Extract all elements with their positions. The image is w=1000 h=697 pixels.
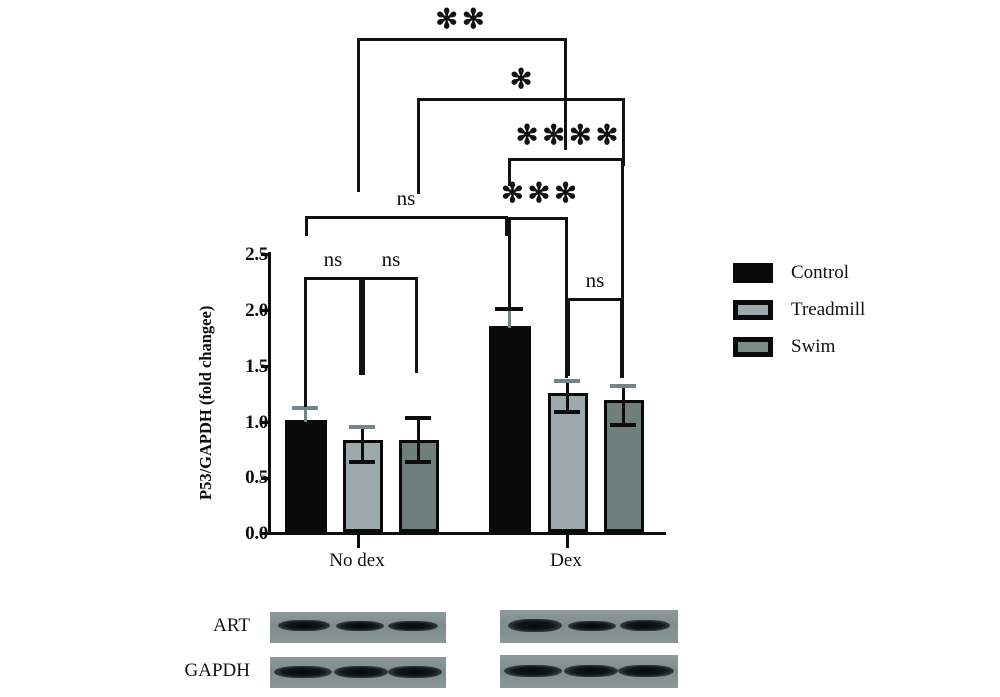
legend-label-treadmill: Treadmill — [791, 299, 866, 320]
error-bar-cap-no-dex-control — [292, 406, 318, 410]
error-bar-cap-upper-no-dex-treadmill — [349, 425, 375, 429]
x-axis-line — [268, 532, 666, 535]
y-tick-label-1-5: 1.5 — [245, 356, 268, 377]
legend-swatch-control-icon — [733, 263, 773, 283]
error-bar-cap-dex-control — [495, 307, 523, 311]
error-bar-stem-no-dex-control — [304, 408, 307, 422]
x-tick-label-no-dex: No dex — [329, 550, 385, 571]
sig-bracket-quad-star — [508, 158, 624, 378]
blot-label-art: ART — [213, 615, 250, 636]
blot-band — [336, 621, 384, 631]
y-tick-label-0-0: 0.0 — [245, 523, 268, 544]
blot-panel-gapdh-no-dex — [270, 657, 446, 688]
blot-label-gapdh: GAPDH — [184, 660, 250, 681]
y-tick-mark-1-0 — [261, 421, 270, 424]
y-tick-mark-1-5 — [261, 365, 270, 368]
legend-label-swim: Swim — [791, 336, 836, 357]
y-tick-label-1-0: 1.0 — [245, 412, 268, 433]
error-bar-stem-no-dex-treadmill — [361, 427, 364, 464]
blot-band — [508, 619, 562, 632]
legend-item-swim[interactable]: Swim — [733, 336, 835, 358]
sig-label-ns-no-dex-right: ns — [381, 247, 401, 271]
blot-band — [274, 666, 332, 678]
y-tick-mark-2-0 — [261, 309, 270, 312]
blot-band — [564, 665, 618, 677]
error-bar-cap-upper-no-dex-swim — [405, 416, 431, 420]
y-tick-mark-0-5 — [261, 477, 270, 480]
sig-bracket-double-star — [357, 38, 567, 192]
legend-label-control: Control — [791, 262, 850, 283]
y-axis-title: P53/GAPDH (fold changee) — [196, 305, 215, 500]
legend-swatch-treadmill-icon — [733, 300, 773, 320]
error-bar-cap-upper-dex-swim — [610, 384, 636, 388]
sig-bracket-ns-dex-right — [567, 298, 623, 378]
error-bar-cap-lower-no-dex-treadmill — [349, 460, 375, 464]
error-bar-cap-lower-dex-treadmill — [554, 410, 580, 414]
legend: Control Treadmill Swim — [733, 262, 933, 372]
error-bar-cap-lower-no-dex-swim — [405, 460, 431, 464]
error-bar-cap-upper-dex-treadmill — [554, 379, 580, 383]
blot-band — [620, 620, 670, 631]
legend-item-control[interactable]: Control — [733, 262, 849, 284]
legend-swatch-swim-icon — [733, 337, 773, 357]
blot-band — [388, 666, 442, 678]
y-tick-mark-0-0 — [261, 532, 270, 535]
error-bar-stem-dex-swim — [622, 386, 625, 427]
bar-dex-treadmill — [548, 393, 588, 532]
bar-dex-control — [489, 326, 531, 532]
y-tick-label-0-5: 0.5 — [245, 467, 268, 488]
y-tick-label-2-0: 2.0 — [245, 300, 268, 321]
sig-label-double-star: ✻✻ — [435, 4, 489, 34]
sig-label-ns-across-groups: ns — [396, 186, 416, 210]
error-bar-stem-dex-treadmill — [566, 381, 569, 414]
sig-bracket-triple-star — [508, 217, 568, 378]
x-tick-mark-dex — [566, 535, 569, 548]
y-tick-mark-2-5 — [261, 253, 270, 256]
blot-panel-art-dex — [500, 610, 678, 643]
sig-bracket-ns-across-groups — [305, 216, 508, 236]
error-bar-stem-dex-control — [508, 309, 511, 328]
sig-label-ns-no-dex-left: ns — [323, 247, 343, 271]
sig-bracket-ns-no-dex-right — [362, 277, 418, 375]
y-tick-label-2-5: 2.5 — [245, 244, 268, 265]
sig-bracket-ns-no-dex-left — [304, 277, 362, 407]
blot-band — [618, 665, 674, 677]
error-bar-stem-no-dex-swim — [417, 418, 420, 464]
x-tick-label-dex: Dex — [550, 550, 582, 571]
blot-panel-art-no-dex — [270, 612, 446, 643]
blot-panel-gapdh-dex — [500, 655, 678, 688]
error-bar-cap-lower-dex-swim — [610, 423, 636, 427]
blot-band — [504, 665, 562, 677]
sig-label-quad-star: ✻✻✻✻ — [515, 120, 623, 150]
sig-label-single-star: ✻ — [509, 64, 537, 94]
bar-no-dex-control — [285, 420, 327, 532]
blot-band — [334, 666, 388, 678]
sig-label-triple-star: ✻✻✻ — [501, 178, 581, 208]
sig-bracket-single-star — [417, 98, 625, 194]
blot-band — [278, 620, 330, 631]
sig-label-ns-dex-right: ns — [585, 268, 605, 292]
y-axis-line — [268, 252, 271, 535]
blot-band — [568, 621, 616, 631]
legend-item-treadmill[interactable]: Treadmill — [733, 299, 865, 321]
x-tick-mark-no-dex — [357, 535, 360, 548]
blot-band — [388, 621, 438, 631]
